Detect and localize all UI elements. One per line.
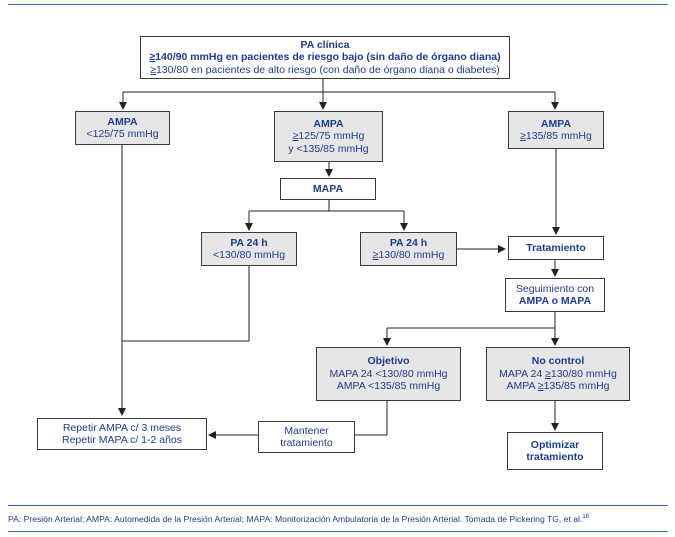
pa-clinica-title: PA clínica [300, 38, 350, 51]
no-control-line2: AMPA ≥135/85 mmHg [506, 380, 610, 393]
optimizar-line1: Optimizar [530, 438, 580, 451]
pa24-right-title: PA 24 h [389, 236, 428, 249]
ampa-left-box: AMPA <125/75 mmHg [75, 111, 170, 145]
ampa-right-value: ≥135/85 mmHg [520, 130, 592, 142]
pa24-right-value: ≥130/80 mmHg [372, 249, 445, 261]
ampa-mid-title: AMPA [313, 117, 344, 130]
objetivo-box: Objetivo MAPA 24 <130/80 mmHg AMPA <135/… [316, 347, 461, 401]
mantener-line2: tratamiento [280, 437, 333, 449]
tratamiento-title: Tratamiento [526, 241, 586, 254]
seguimiento-line2: AMPA o MAPA [518, 295, 592, 307]
optimizar-line2: tratamiento [526, 451, 584, 463]
ampa-right-box: AMPA ≥135/85 mmHg [508, 111, 604, 149]
objetivo-line2: AMPA <135/85 mmHg [336, 380, 441, 393]
objetivo-line1: MAPA 24 <130/80 mmHg [329, 367, 448, 380]
no-control-title: No control [531, 355, 585, 368]
ampa-mid-box: AMPA ≥125/75 mmHg y <135/85 mmHg [274, 111, 383, 162]
seguimiento-line1: Seguimiento con [515, 282, 595, 295]
repetir-line2: Repetir MAPA c/ 1-2 años [61, 434, 183, 446]
objetivo-title: Objetivo [367, 355, 410, 368]
ampa-right-title: AMPA [540, 117, 572, 130]
pa24-left-title: PA 24 h [230, 236, 268, 249]
no-control-box: No control MAPA 24 ≥130/80 mmHg AMPA ≥13… [486, 347, 630, 401]
ampa-left-value: <125/75 mmHg [86, 128, 159, 140]
footnote-rule-bottom [8, 531, 668, 532]
mapa-box: MAPA [280, 178, 376, 200]
pa24-right-box: PA 24 h ≥130/80 mmHg [360, 232, 457, 266]
seguimiento-box: Seguimiento con AMPA o MAPA [505, 278, 605, 312]
mantener-line1: Mantener [284, 424, 329, 437]
mantener-box: Mantener tratamiento [258, 421, 355, 453]
pa-clinica-low-risk: ≥140/90 mmHg en pacientes de riesgo bajo… [149, 51, 501, 64]
ampa-mid-line1: ≥125/75 mmHg [292, 130, 365, 143]
tratamiento-box: Tratamiento [508, 236, 604, 260]
ampa-mid-line2: y <135/85 mmHg [288, 142, 369, 155]
ampa-left-title: AMPA [107, 115, 138, 128]
repetir-box: Repetir AMPA c/ 3 meses Repetir MAPA c/ … [37, 418, 207, 450]
footnote-rule-top [8, 505, 668, 506]
top-rule [8, 4, 668, 5]
footnote: PA: Presión Arterial; AMPA: Automedida d… [8, 514, 589, 524]
mapa-title: MAPA [312, 182, 344, 195]
pa-clinica-box: PA clínica ≥140/90 mmHg en pacientes de … [140, 36, 510, 79]
optimizar-box: Optimizar tratamiento [507, 432, 603, 470]
pa24-left-value: <130/80 mmHg [212, 249, 286, 261]
repetir-line1: Repetir AMPA c/ 3 meses [62, 421, 182, 434]
no-control-line1: MAPA 24 ≥130/80 mmHg [499, 367, 617, 380]
pa24-left-box: PA 24 h <130/80 mmHg [201, 232, 297, 266]
footnote-text: PA: Presión Arterial; AMPA: Automedida d… [8, 514, 583, 524]
pa-clinica-high-risk: ≥130/80 en pacientes de alto riesgo (con… [150, 63, 500, 76]
footnote-ref: 16 [582, 514, 589, 521]
